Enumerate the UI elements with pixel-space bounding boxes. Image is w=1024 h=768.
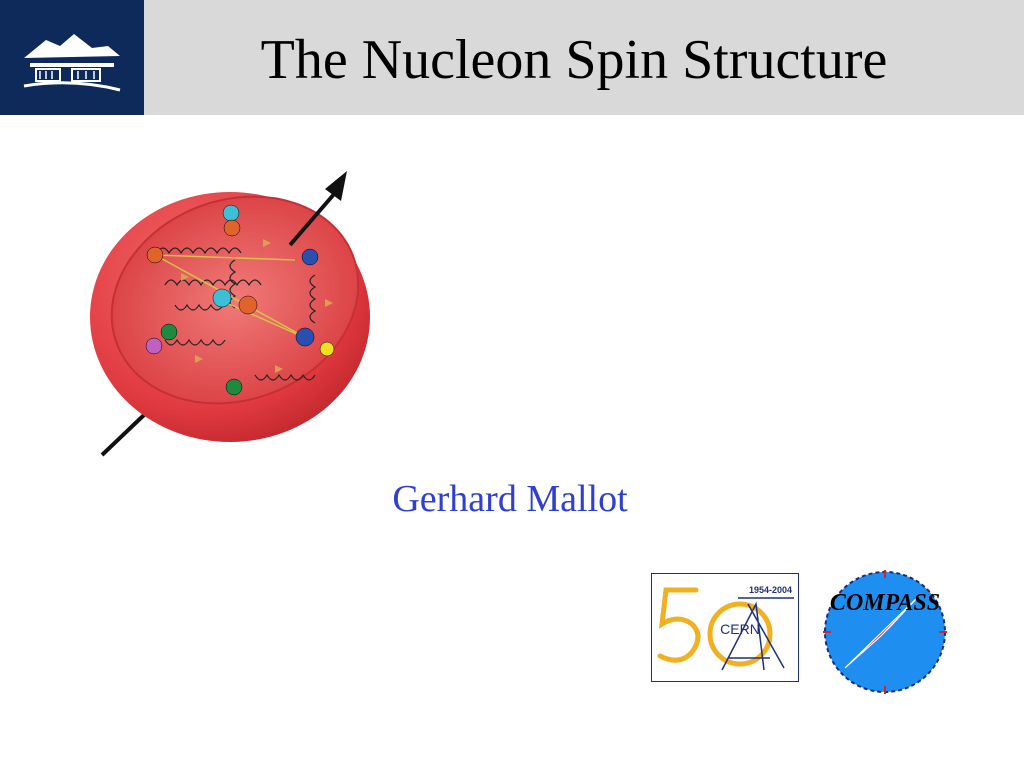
spin-arrow-head xyxy=(325,171,347,201)
cern-50-mark-icon xyxy=(657,587,794,671)
author-name: Gerhard Mallot xyxy=(392,478,628,520)
compass-experiment-logo: COMPASS xyxy=(815,568,955,696)
cern-anniversary-years: 1954-2004 xyxy=(748,585,792,595)
header-band xyxy=(0,0,1024,115)
cern-wordmark: CERN xyxy=(720,621,760,637)
cern-50-years-logo: 1954-2004 CERN xyxy=(651,573,799,682)
institution-logo xyxy=(0,0,144,115)
slide-title: The Nucleon Spin Structure xyxy=(260,29,888,91)
nucleon-spin-illustration xyxy=(90,171,370,457)
mountain-building-icon xyxy=(23,28,121,92)
compass-rose-icon xyxy=(823,570,947,694)
compass-wordmark: COMPASS xyxy=(829,590,941,616)
